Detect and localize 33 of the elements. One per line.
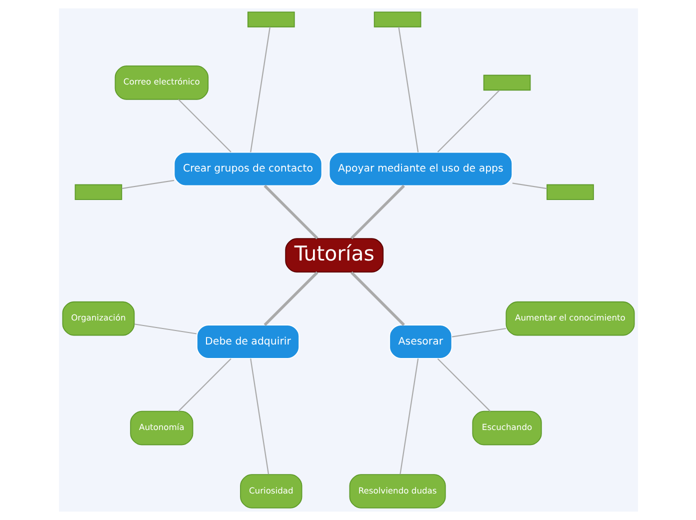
connector <box>121 180 174 190</box>
node-box: Debe de adquirir <box>196 324 300 359</box>
node-box: Organización <box>62 301 134 336</box>
node-box: Asesorar <box>388 324 452 359</box>
connector <box>134 324 196 334</box>
node-box: Escuchando <box>472 410 542 446</box>
connector <box>250 358 269 474</box>
connector <box>350 271 404 326</box>
connector <box>350 184 404 240</box>
connector <box>178 358 231 412</box>
connector <box>451 328 506 338</box>
connector <box>398 26 418 152</box>
node-box: Tutorías <box>284 238 384 273</box>
node-box: Crear grupos de contacto <box>173 152 322 186</box>
node-box <box>373 12 421 28</box>
node-box <box>482 74 530 91</box>
connector <box>436 90 500 152</box>
connector <box>399 358 418 474</box>
node-box: Resolviendo dudas <box>348 474 446 508</box>
node-box <box>246 12 294 28</box>
node-box: Curiosidad <box>240 474 302 508</box>
node-box <box>74 184 122 200</box>
connector <box>512 182 546 190</box>
connector <box>436 358 490 412</box>
connector <box>178 99 231 152</box>
node-box: Apoyar mediante el uso de apps <box>328 152 512 186</box>
node-box: Autonomía <box>130 410 193 446</box>
node-box: Aumentar el conocimiento <box>505 301 634 336</box>
node-box <box>546 184 594 200</box>
connector <box>250 26 270 152</box>
connector <box>263 271 318 326</box>
node-box: Correo electrónico <box>114 66 208 100</box>
connector <box>263 184 318 240</box>
